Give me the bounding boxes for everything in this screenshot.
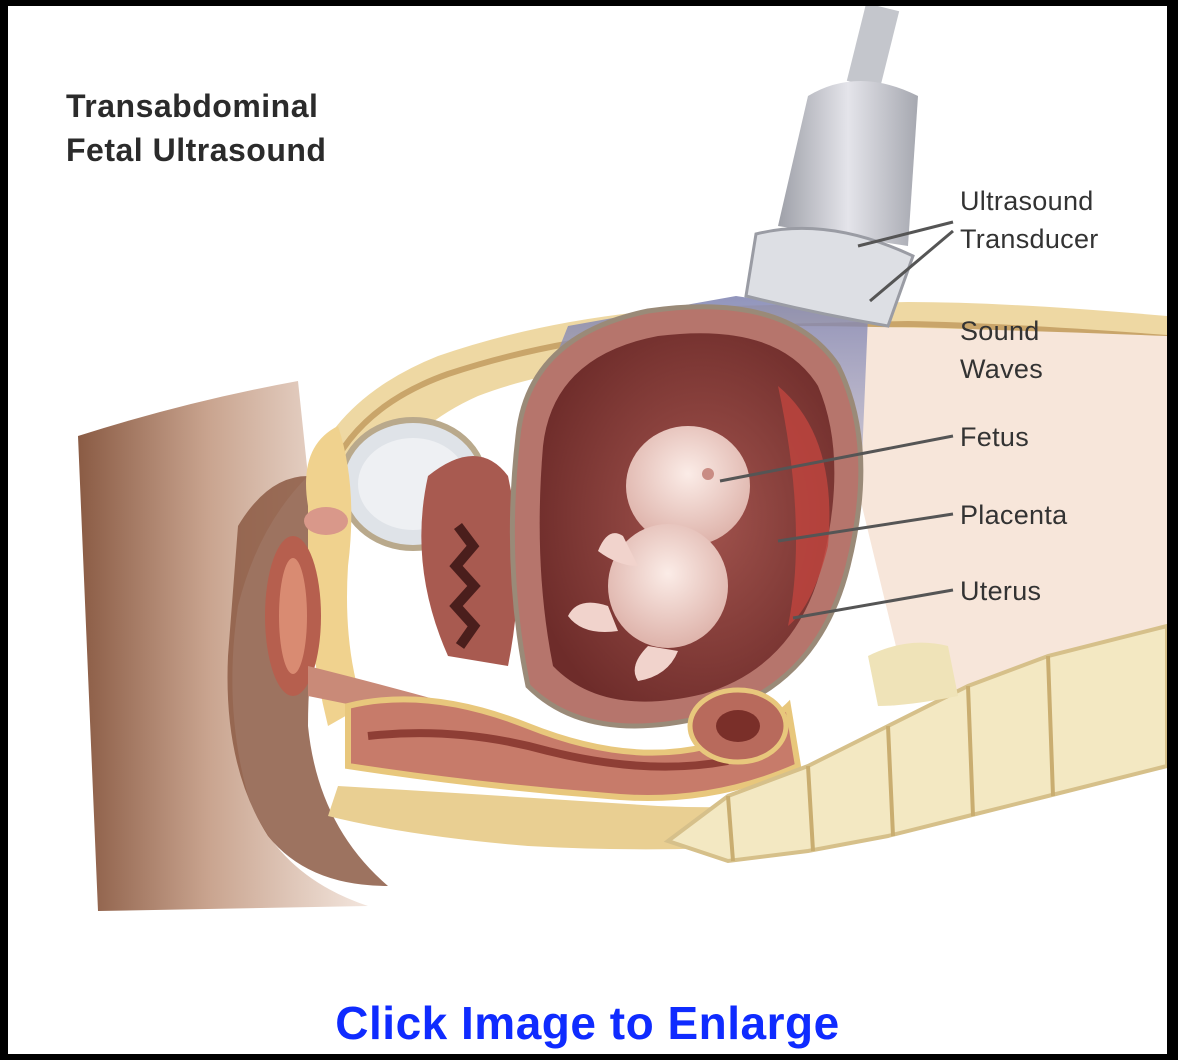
diagram-title: Transabdominal Fetal Ultrasound xyxy=(66,84,326,172)
ultrasound-transducer-icon xyxy=(746,6,918,326)
label-placenta: Placenta xyxy=(960,496,1067,534)
click-to-enlarge-link[interactable]: Click Image to Enlarge xyxy=(8,996,1167,1050)
label-transducer-line-2: Transducer xyxy=(960,224,1099,254)
label-sound-waves: Sound Waves xyxy=(960,312,1043,388)
label-sound-line-2: Waves xyxy=(960,354,1043,384)
title-line-1: Transabdominal xyxy=(66,88,318,124)
label-fetus: Fetus xyxy=(960,418,1029,456)
image-panel[interactable]: Transabdominal Fetal Ultrasound Ultrasou… xyxy=(8,6,1167,1054)
label-sound-line-1: Sound xyxy=(960,316,1040,346)
label-ultrasound-transducer: Ultrasound Transducer xyxy=(960,182,1099,258)
label-uterus: Uterus xyxy=(960,572,1041,610)
title-line-2: Fetal Ultrasound xyxy=(66,132,326,168)
label-transducer-line-1: Ultrasound xyxy=(960,186,1094,216)
